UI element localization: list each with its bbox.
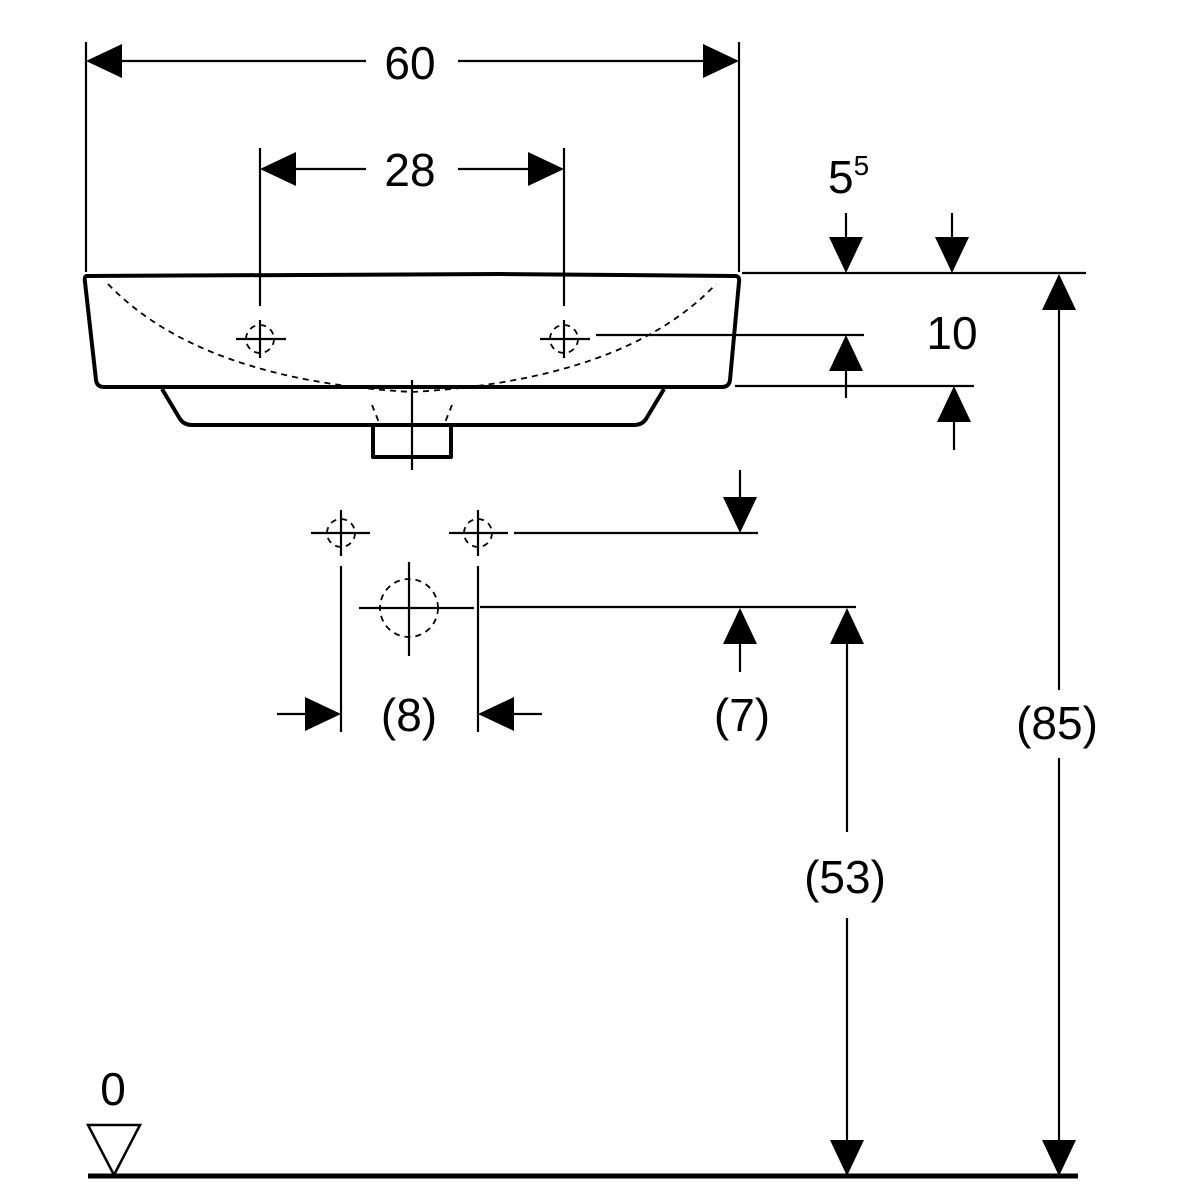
dimension-supply-spacing: (8) xyxy=(277,566,542,741)
dimension-label-supply-to-drain: (7) xyxy=(714,689,770,741)
tap-hole-right xyxy=(540,320,590,358)
dimension-rim-height: (85) xyxy=(1016,274,1098,1176)
dimension-supply-to-drain: (7) xyxy=(480,470,856,741)
dimension-label-supply-spacing: (8) xyxy=(381,689,437,741)
dimension-drain-height: (53) xyxy=(804,608,886,1176)
dimension-tap-hole-spacing: 28 xyxy=(258,144,566,306)
floor-level-label: 0 xyxy=(100,1063,126,1115)
supply-connection-right xyxy=(449,510,508,556)
floor-level-marker xyxy=(85,1123,143,1178)
dimension-rim-offset: 55 xyxy=(742,150,1086,275)
dimension-label-rim-offset: 55 xyxy=(828,150,869,203)
dimension-label-rim-offset-base: 5 xyxy=(828,151,854,203)
floor-level: 0 xyxy=(85,1063,1078,1179)
tap-hole-left xyxy=(236,320,286,358)
washbasin-outline xyxy=(82,272,742,470)
dimension-label-rim-height: (85) xyxy=(1016,697,1098,749)
dimension-label-rim-thickness: 10 xyxy=(926,307,977,359)
dimension-overall-width: 60 xyxy=(84,37,741,272)
supply-connection-left xyxy=(311,510,370,556)
dimension-label-overall-width: 60 xyxy=(384,37,435,89)
dimension-label-drain-height: (53) xyxy=(804,851,886,903)
dimension-label-rim-offset-sup: 5 xyxy=(854,150,870,181)
dimension-rim-thickness: 10 xyxy=(596,307,978,450)
dimension-label-tap-hole-spacing: 28 xyxy=(384,144,435,196)
drain-connection xyxy=(359,562,474,656)
